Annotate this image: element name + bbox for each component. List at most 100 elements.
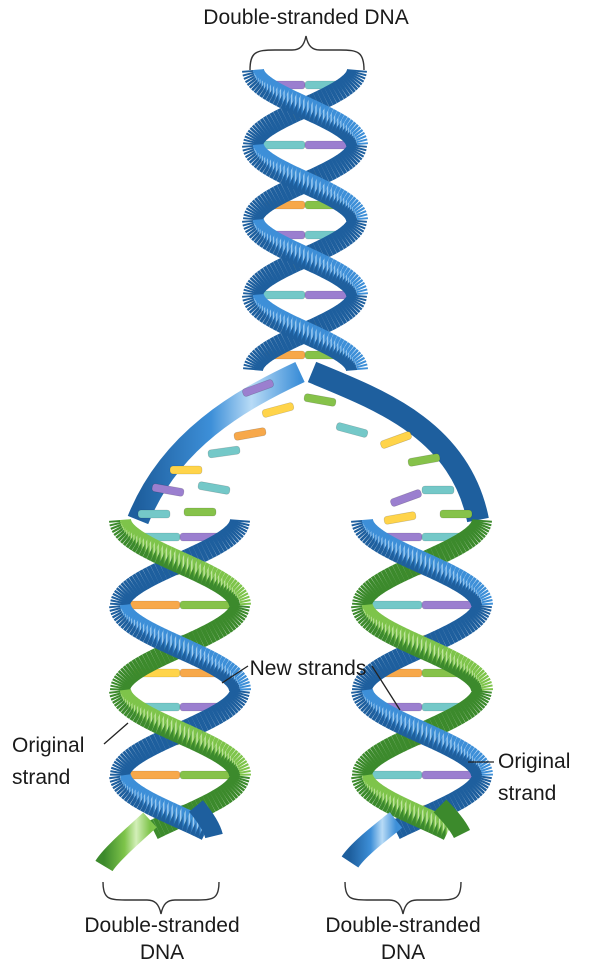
left-strand-b-back (215, 629, 218, 631)
left-strand-b (135, 710, 138, 712)
left-strand-b-back (232, 787, 234, 789)
parent-strand-b (254, 76, 255, 78)
parent-strand-b-back (347, 158, 349, 160)
left-strand-b (163, 555, 167, 557)
new-strands-label: New strands (250, 657, 367, 680)
parent-strand-b (274, 93, 277, 95)
parent-strand-a-back (325, 246, 329, 248)
left-strand-b-back (125, 677, 127, 679)
right-strand-b-back (447, 549, 451, 551)
right-strand-b (362, 778, 363, 780)
left-strand-a (169, 813, 173, 815)
parent-strand-a (281, 171, 285, 173)
parent-strand-b-back (336, 316, 339, 318)
parent-strand-a-back (342, 87, 345, 89)
parent-strand-b (293, 102, 297, 104)
parent-strand-b-back (356, 299, 357, 301)
parent-strand-b-back (259, 357, 261, 359)
right-strand-b-back (478, 698, 479, 700)
right-strand-a (402, 723, 406, 725)
parent-strand-b-back (351, 154, 353, 156)
parent-strand-b (321, 115, 325, 117)
left-strand-b-back (131, 671, 134, 673)
parent-strand-b (265, 87, 268, 89)
left-strand-a (185, 650, 189, 652)
free-nucleotide (380, 431, 413, 449)
right-strand-a-back (479, 782, 480, 784)
right-strand-b-back (461, 541, 464, 543)
parent-strand-b (313, 111, 317, 113)
free-nucleotide (408, 453, 441, 466)
parent-strand-a (356, 364, 357, 366)
left-strand-a (198, 656, 202, 658)
left-strand-b-back (208, 632, 212, 634)
right-strand-a (448, 745, 452, 747)
left-strand-b (231, 760, 233, 762)
left-strand-b (126, 702, 128, 704)
left-strand-a (122, 782, 123, 784)
parent-strand-b (353, 136, 354, 138)
left-strand-b (202, 743, 206, 745)
right-strand-a (468, 756, 471, 758)
left-strand-b (198, 741, 202, 743)
left-strand-a (123, 613, 124, 615)
parent-strand-a (265, 312, 268, 314)
parent-strand-b (356, 139, 357, 141)
right-strand-a-back (463, 795, 466, 797)
left-strand-b (239, 770, 240, 772)
parent-strand-b-back (339, 314, 342, 316)
parent-strand-a-back (321, 248, 325, 250)
right-strand-b-back (376, 754, 379, 756)
right-strand-b-back (472, 534, 474, 536)
right-strand-b-back (363, 598, 364, 600)
right-strand-b (398, 636, 402, 638)
right-strand-a (477, 764, 479, 766)
left-strand-a-back (232, 702, 234, 704)
parent-strand-a (342, 201, 345, 203)
parent-strand-b-back (281, 342, 285, 344)
parent-strand-b-back (321, 323, 325, 325)
parent-strand-a (271, 316, 274, 318)
left-strand-a-back (234, 700, 236, 702)
right-strand-a (384, 714, 387, 716)
right-strand-b (402, 638, 406, 640)
parent-strand-a (356, 214, 357, 216)
right-strand-a (397, 551, 401, 553)
right-strand-a-back (471, 789, 473, 791)
left-strand-a-back (215, 714, 218, 716)
parent-strand-b (297, 104, 301, 106)
parent-strand-a (271, 166, 274, 168)
right-strand-a-back (389, 661, 393, 663)
left-strand-a-back (204, 720, 208, 722)
parent-strand-a-back (353, 228, 354, 230)
right-strand-a (462, 582, 465, 584)
free-nucleotide (262, 402, 295, 418)
right-strand-a (372, 536, 374, 538)
right-strand-b-back (477, 530, 479, 532)
parent-strand-b (289, 250, 293, 252)
right-strand-a-back (470, 621, 472, 623)
left-strand-b-back (236, 613, 237, 615)
left-strand-b (176, 561, 180, 563)
parent-strand-a (345, 203, 348, 205)
right-strand-b-back (405, 568, 409, 570)
right-strand-b-back (364, 596, 365, 598)
left-strand-b-back (237, 611, 238, 613)
left-strand-a (132, 623, 135, 625)
left-strand-b (130, 536, 132, 538)
left-strand-b (123, 698, 124, 700)
right-strand-b-back (464, 710, 467, 712)
parent-strand-b (339, 274, 342, 276)
right-strand-b-back (369, 760, 371, 762)
parent-strand-a-back (259, 132, 261, 134)
top-bracket (250, 36, 364, 70)
left-strand-b (236, 596, 237, 598)
right-strand-b-back (379, 753, 382, 755)
left-strand-b (186, 735, 190, 737)
left-strand-a-back (122, 596, 123, 598)
right-strand-b-back (389, 576, 393, 578)
left-strand-a (130, 621, 132, 623)
right-strand-a (462, 753, 465, 755)
right-strand-b-back (467, 708, 470, 710)
right-strand-b (420, 816, 424, 818)
